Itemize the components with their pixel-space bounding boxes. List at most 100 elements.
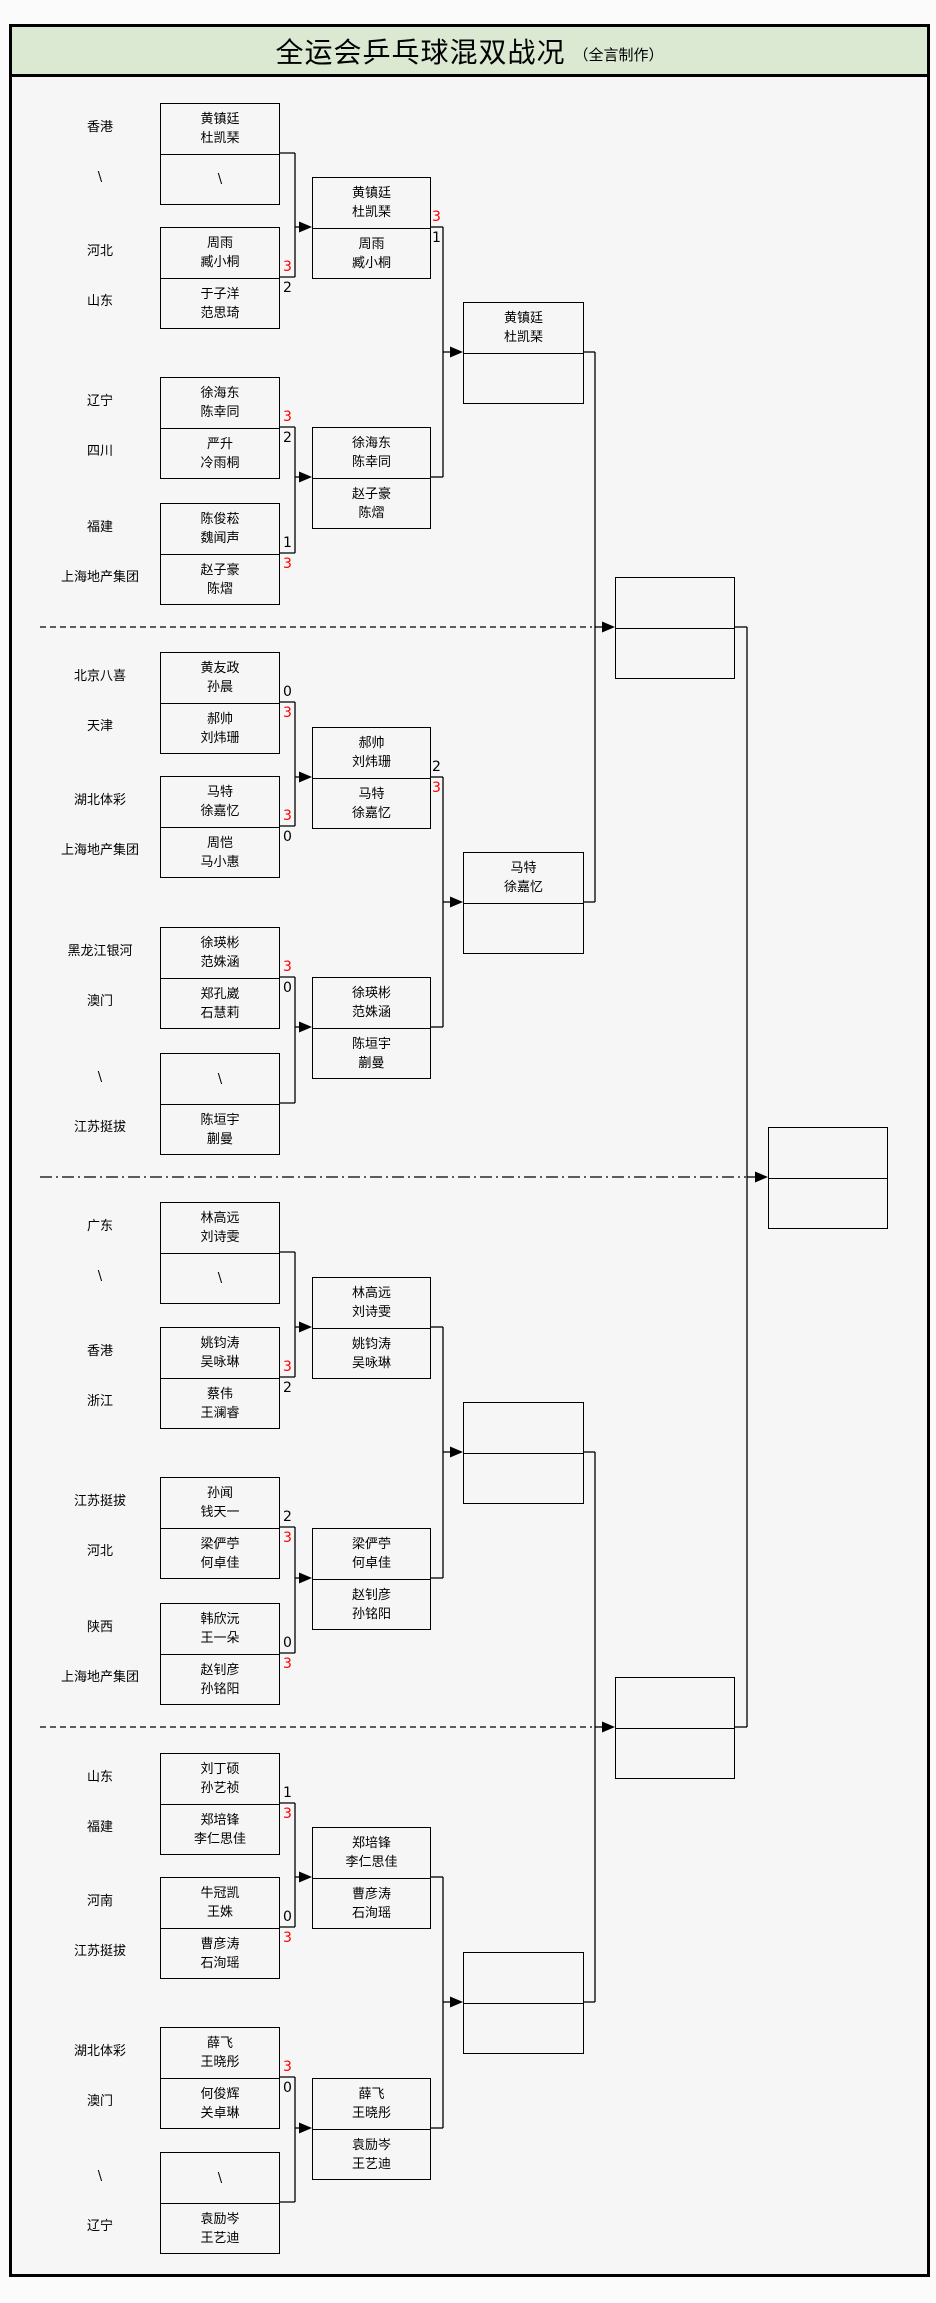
player-name: 林高远 <box>200 1211 240 1226</box>
region-label: 上海地产集团 <box>60 570 139 585</box>
region-label: 辽宁 <box>86 394 113 409</box>
team-cell: 周雨臧小桐 <box>161 228 279 278</box>
team-cell: 于子洋范思琦 <box>161 278 279 328</box>
region-label: 湖北体彩 <box>73 793 126 808</box>
player-name: 周雨 <box>206 236 233 251</box>
round1-match: 徐瑛彬范姝涵郑孔崴石慧莉 <box>160 927 280 1029</box>
player-name: 刘丁硕 <box>200 1762 240 1777</box>
match-score: 2 <box>432 759 441 775</box>
player-name: 陈垣宇 <box>351 1036 391 1052</box>
match-score: 3 <box>283 1930 292 1946</box>
match-score: 0 <box>283 684 292 700</box>
player-name: 王姝 <box>206 1905 233 1920</box>
player-name: 何俊辉 <box>200 2086 240 2102</box>
round2-match: 徐瑛彬范姝涵陈垣宇蒯曼 <box>312 977 431 1079</box>
player-name: 吴咏琳 <box>351 1355 391 1371</box>
round1-match: 刘丁硕孙艺祯郑培锋李仁思佳 <box>160 1753 280 1855</box>
player-name: 王艺迪 <box>200 2230 240 2246</box>
team-cell: 袁励岑王艺迪 <box>161 2203 279 2253</box>
player-name: 黄镇廷 <box>200 112 240 127</box>
round1-match: 薛飞王晓彤何俊辉关卓琳 <box>160 2027 280 2129</box>
player-name: 刘诗雯 <box>200 1230 240 1245</box>
region-label: 江苏挺拔 <box>73 1120 126 1135</box>
player-name: 刘诗雯 <box>351 1305 391 1320</box>
team-cell: 郑培锋李仁思佳 <box>161 1804 279 1854</box>
team-cell: 黄镇廷杜凯琹 <box>464 303 583 353</box>
match-score: 0 <box>283 980 292 996</box>
title-bar: 全运会乒乓球混双战况 （全言制作） <box>9 24 930 77</box>
player-name: 李仁思佳 <box>345 1855 398 1870</box>
player-name: 何卓佳 <box>351 1556 391 1571</box>
region-label: 上海地产集团 <box>60 1670 139 1685</box>
team-cell: 姚钧涛吴咏琳 <box>161 1328 279 1378</box>
page-title: 全运会乒乓球混双战况 <box>275 35 566 69</box>
player-name: 孙铭阳 <box>200 1681 240 1697</box>
round2-match: 徐海东陈幸同赵子豪陈熠 <box>312 427 431 529</box>
player-name: 范姝涵 <box>351 1005 391 1020</box>
player-name: 马特 <box>206 785 233 800</box>
team-cell: 牛冠凯王姝 <box>161 1878 279 1928</box>
player-name: 杜凯琹 <box>351 205 391 220</box>
team-cell: \ <box>161 154 279 204</box>
region-label: 河北 <box>86 1544 113 1559</box>
team-cell: 徐瑛彬范姝涵 <box>161 928 279 978</box>
player-name: 陈垣宇 <box>200 1112 240 1128</box>
player-name: 王晓彤 <box>351 2106 391 2121</box>
player-name: 孙晨 <box>206 680 233 695</box>
player-name: 钱天一 <box>200 1505 240 1520</box>
player-name: 蒯曼 <box>358 1055 385 1071</box>
team-cell <box>616 1678 734 1728</box>
team-cell: 徐瑛彬范姝涵 <box>313 978 430 1028</box>
team-cell: 梁俨苧何卓佳 <box>161 1528 279 1578</box>
player-name: 马小惠 <box>200 854 240 870</box>
region-label: 江苏挺拔 <box>73 1494 126 1509</box>
player-name: 马特 <box>358 786 385 802</box>
team-cell: 周雨臧小桐 <box>313 228 430 278</box>
team-cell: \ <box>161 1054 279 1104</box>
region-label: 澳门 <box>86 994 113 1009</box>
match-score: 3 <box>283 1359 292 1375</box>
region-label: 江苏挺拔 <box>73 1944 126 1959</box>
team-cell: 韩欣沅王一朵 <box>161 1604 279 1654</box>
region-label: 浙江 <box>86 1394 113 1409</box>
match-score: 3 <box>283 2059 292 2075</box>
quarterfinal-box: 黄镇廷杜凯琹 <box>463 302 584 404</box>
player-name: 袁励岑 <box>200 2211 240 2227</box>
match-score: 3 <box>283 1530 292 1546</box>
match-score: 2 <box>283 1380 292 1396</box>
team-cell: 周恺马小惠 <box>161 827 279 877</box>
team-cell: 黄镇廷杜凯琹 <box>161 104 279 154</box>
player-name: 王艺迪 <box>351 2156 391 2172</box>
player-name: 赵钊彦 <box>351 1587 391 1603</box>
region-label: 陕西 <box>86 1620 113 1635</box>
team-cell: 郑培锋李仁思佳 <box>313 1828 430 1878</box>
team-cell <box>464 353 583 403</box>
team-cell <box>769 1128 887 1178</box>
match-score: 3 <box>283 409 292 425</box>
player-name: 袁励岑 <box>351 2137 391 2153</box>
region-label: \ <box>97 1070 103 1085</box>
team-cell: \ <box>161 2153 279 2203</box>
round2-match: 梁俨苧何卓佳赵钊彦孙铭阳 <box>312 1528 431 1630</box>
player-name: 刘炜珊 <box>351 755 391 770</box>
quarterfinal-box <box>463 1952 584 2054</box>
team-cell <box>464 2003 583 2053</box>
region-label: 福建 <box>86 520 113 535</box>
match-score: 3 <box>283 705 292 721</box>
team-cell: 陈垣宇蒯曼 <box>313 1028 430 1078</box>
match-score: 0 <box>283 1635 292 1651</box>
match-score: 3 <box>432 780 441 796</box>
team-cell <box>464 1403 583 1453</box>
player-name: 林高远 <box>351 1286 391 1301</box>
region-label: 河南 <box>86 1894 113 1909</box>
player-name: 冷雨桐 <box>200 455 240 471</box>
quarterfinal-box: 马特徐嘉忆 <box>463 852 584 954</box>
region-label: 辽宁 <box>86 2219 113 2234</box>
player-name: 陈幸同 <box>351 455 391 470</box>
team-cell: 赵子豪陈熠 <box>313 478 430 528</box>
region-label: 黑龙江银河 <box>67 944 133 959</box>
region-label: 香港 <box>86 120 113 135</box>
player-name: 黄友政 <box>200 661 240 676</box>
team-cell: 薛飞王晓彤 <box>161 2028 279 2078</box>
